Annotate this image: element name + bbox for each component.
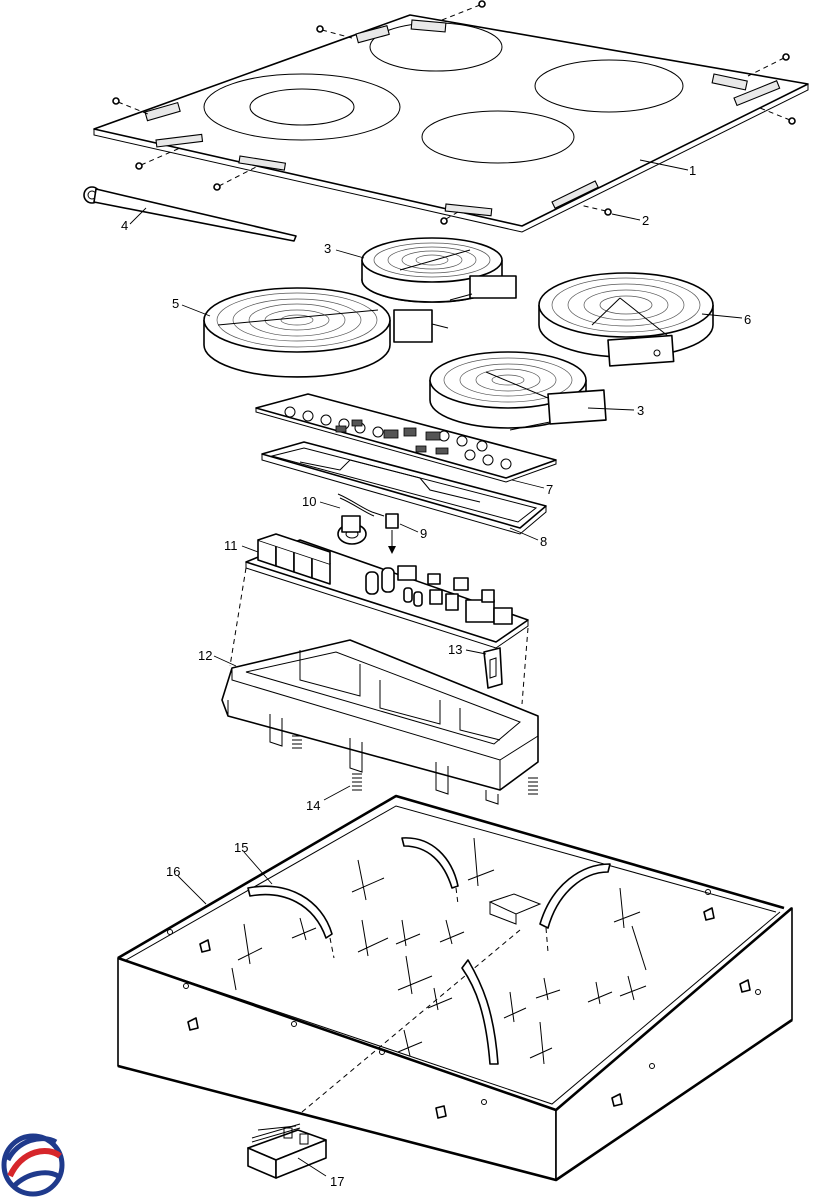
fixing-clip	[483, 647, 503, 689]
electronics-housing	[221, 639, 539, 805]
control-frame	[261, 441, 547, 535]
callout-1: 1	[689, 163, 696, 178]
touch-control-board	[255, 393, 557, 483]
callout-12: 12	[198, 648, 212, 663]
heating-element-small-front	[429, 351, 607, 431]
heating-element-small-rear	[361, 237, 517, 303]
sealing-strip	[83, 186, 297, 242]
callout-4: 4	[121, 218, 128, 233]
callout-6: 6	[744, 312, 751, 327]
connector-clip	[385, 513, 399, 554]
callout-9: 9	[420, 526, 427, 541]
callout-2: 2	[642, 213, 649, 228]
cable-guide	[247, 837, 611, 1065]
heating-element-right	[538, 272, 714, 367]
bottom-tray	[117, 794, 793, 1182]
callout-13: 13	[448, 642, 462, 657]
callout-14: 14	[306, 798, 320, 813]
callout-7: 7	[546, 482, 553, 497]
brand-logo-icon	[1, 1133, 65, 1197]
callout-3-rear: 3	[324, 241, 331, 256]
callout-10: 10	[302, 494, 316, 509]
callout-5: 5	[172, 296, 179, 311]
power-board	[245, 515, 529, 649]
heating-element-large	[203, 287, 449, 378]
callout-16: 16	[166, 864, 180, 879]
callout-8: 8	[540, 534, 547, 549]
temperature-sensor	[337, 493, 385, 517]
terminal-block	[247, 1123, 327, 1179]
callout-15: 15	[234, 840, 248, 855]
spring	[292, 735, 538, 795]
glass-top	[93, 0, 809, 233]
callout-11: 11	[224, 538, 238, 553]
callout-17: 17	[330, 1174, 344, 1189]
callout-3-front: 3	[637, 403, 644, 418]
